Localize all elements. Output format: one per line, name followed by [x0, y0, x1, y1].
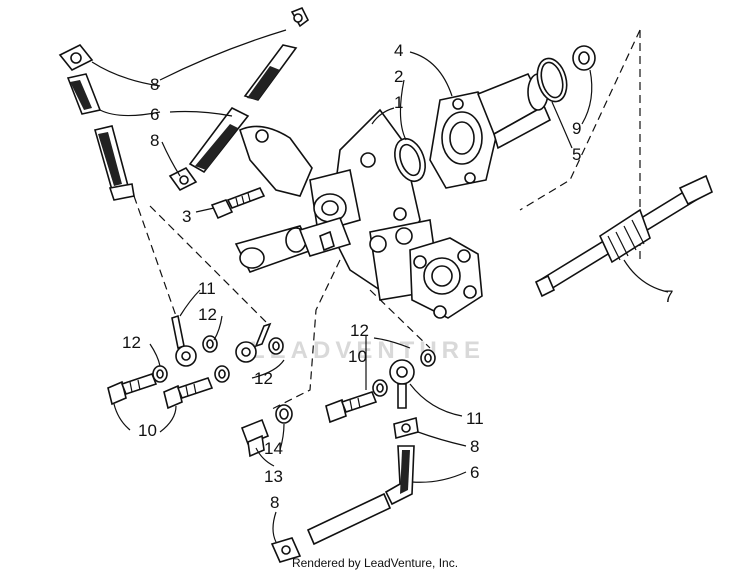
o-ring-5 — [536, 57, 568, 103]
pump-head — [409, 237, 483, 319]
hose-lower-elbow — [384, 445, 415, 506]
oil-pump-body — [234, 108, 441, 301]
banjo-bolt-right — [325, 391, 378, 424]
callout-14: 14 — [264, 439, 283, 458]
hose-lower-long — [306, 492, 392, 546]
callout-8b: 8 — [150, 131, 159, 150]
callout-3: 3 — [182, 207, 191, 226]
hose-upper-diagonal — [243, 44, 298, 101]
leader-lines — [91, 29, 669, 543]
banjo-bolt-left — [107, 373, 158, 406]
callout-8a: 8 — [150, 75, 159, 94]
washer-set-right — [372, 349, 436, 397]
callout-2: 2 — [394, 67, 403, 86]
callout-13: 13 — [264, 467, 283, 486]
callout-1: 1 — [394, 93, 403, 112]
callout-6a: 6 — [150, 105, 159, 124]
callout-6b: 6 — [470, 463, 479, 482]
watermark-text: LEADVENTURE — [250, 337, 485, 364]
callout-7: 7 — [664, 287, 673, 306]
callout-8d: 8 — [270, 493, 279, 512]
hose-left-top — [66, 73, 102, 115]
callout-4: 4 — [394, 41, 403, 60]
hose-clamp-lower — [393, 416, 419, 440]
callout-9: 9 — [572, 119, 581, 138]
callout-10b: 10 — [348, 347, 367, 366]
hose-clamp-middle — [168, 166, 198, 192]
washer-14 — [275, 404, 293, 424]
drain-plug-13 — [240, 418, 270, 458]
hose-left-bottom — [94, 125, 135, 201]
washer-9 — [572, 45, 596, 71]
callout-12b: 12 — [122, 333, 141, 352]
callout-labels: 8 6 8 3 1 2 4 9 5 7 11 12 12 12 10 12 10… — [122, 41, 673, 512]
callout-11b: 11 — [466, 409, 484, 428]
callout-11a: 11 — [198, 279, 216, 298]
banjo-fitting-right — [389, 359, 415, 409]
hose-clamp-left — [58, 43, 94, 72]
bolt-3 — [210, 186, 266, 220]
callout-8c: 8 — [470, 437, 479, 456]
o-ring-2 — [394, 137, 426, 183]
hose-middle-diagonal — [188, 106, 250, 174]
banjo-fitting-left — [171, 314, 197, 367]
callout-5: 5 — [572, 145, 581, 164]
callout-10a: 10 — [138, 421, 157, 440]
banjo-fitting-middle — [235, 322, 272, 363]
callout-12a: 12 — [198, 305, 217, 324]
pump-housing-4 — [429, 72, 552, 189]
drive-shaft-7 — [519, 29, 714, 298]
footer-credit: Rendered by LeadVenture, Inc. — [291, 556, 459, 570]
upper-hose-assembly — [58, 6, 310, 201]
hose-clamp-top — [290, 6, 310, 28]
washer-set-left — [152, 335, 284, 383]
banjo-bolt-middle — [163, 377, 214, 410]
hose-clamp-bottom — [270, 537, 302, 563]
callout-12c: 12 — [254, 369, 273, 388]
callout-12d: 12 — [350, 321, 369, 340]
